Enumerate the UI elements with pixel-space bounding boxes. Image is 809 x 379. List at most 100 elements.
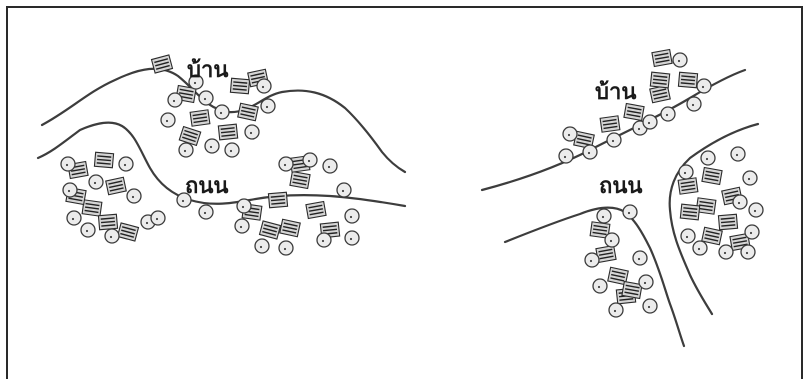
house-icon	[289, 170, 311, 190]
tree-icon	[62, 182, 78, 198]
tree-icon	[254, 238, 270, 254]
tree-trunk-dot	[93, 181, 97, 185]
tree-icon	[176, 192, 192, 208]
tree-trunk-dot	[567, 133, 571, 137]
house-icon	[267, 191, 289, 209]
tree-trunk-dot	[749, 231, 753, 235]
tree-trunk-dot	[747, 177, 751, 181]
tree-trunk-dot	[753, 209, 757, 213]
house-icon	[105, 176, 127, 196]
tree-icon	[730, 146, 746, 162]
tree-trunk-dot	[697, 247, 701, 251]
tree-trunk-dot	[677, 59, 681, 63]
tree-icon	[167, 92, 183, 108]
house-icon	[595, 244, 617, 264]
tree-trunk-dot	[691, 103, 695, 107]
tree-icon	[66, 210, 82, 226]
tree-trunk-dot	[745, 251, 749, 255]
tree-icon	[686, 96, 702, 112]
left-bottom-left-cluster	[60, 151, 166, 244]
tree-icon	[562, 126, 578, 142]
tree-icon	[608, 302, 624, 318]
right-top-cluster	[558, 48, 712, 164]
house-icon	[651, 48, 673, 68]
house-icon	[150, 54, 174, 74]
house-icon	[695, 197, 717, 215]
tree-trunk-dot	[349, 237, 353, 241]
house-icon	[623, 102, 645, 122]
tree-trunk-dot	[341, 189, 345, 193]
tree-icon	[660, 106, 676, 122]
house-icon	[599, 115, 621, 133]
tree-trunk-dot	[705, 157, 709, 161]
house-icon	[677, 71, 699, 89]
tree-trunk-dot	[109, 235, 113, 239]
house-icon	[217, 123, 239, 141]
tree-icon	[642, 298, 658, 314]
tree-icon	[692, 240, 708, 256]
tree-trunk-dot	[229, 149, 233, 153]
right-bottom-left-cluster	[584, 204, 658, 318]
house-icon	[97, 213, 119, 231]
tree-trunk-dot	[643, 281, 647, 285]
tree-trunk-dot	[647, 305, 651, 309]
tree-icon	[224, 142, 240, 158]
tree-trunk-dot	[737, 201, 741, 205]
tree-trunk-dot	[123, 163, 127, 167]
tree-icon	[742, 170, 758, 186]
tree-trunk-dot	[265, 105, 269, 109]
house-icon	[81, 199, 103, 217]
left-house-label: บ้าน	[187, 58, 228, 83]
tree-icon	[118, 156, 134, 172]
tree-icon	[584, 252, 600, 268]
tree-trunk-dot	[183, 149, 187, 153]
tree-icon	[316, 232, 332, 248]
house-icon	[679, 203, 701, 221]
house-icon	[237, 102, 259, 122]
tree-trunk-dot	[637, 257, 641, 261]
tree-icon	[188, 74, 204, 90]
tree-trunk-dot	[349, 215, 353, 219]
right-road-lower-edge	[503, 206, 686, 348]
tree-trunk-dot	[723, 251, 727, 255]
tree-trunk-dot	[261, 85, 265, 89]
tree-trunk-dot	[597, 285, 601, 289]
tree-icon	[60, 156, 76, 172]
tree-icon	[732, 194, 748, 210]
tree-icon	[278, 156, 294, 172]
house-icon	[573, 130, 595, 150]
tree-trunk-dot	[321, 239, 325, 243]
tree-icon	[322, 158, 338, 174]
tree-trunk-dot	[613, 309, 617, 313]
right-road-upper-edge	[480, 68, 747, 192]
tree-trunk-dot	[155, 217, 159, 221]
house-icon	[189, 109, 211, 127]
left-panel: บ้าน ถนน	[36, 54, 407, 256]
tree-trunk-dot	[71, 217, 75, 221]
right-road-label: ถนน	[599, 174, 642, 199]
house-icon	[649, 71, 671, 89]
tree-icon	[88, 174, 104, 190]
tree-icon	[256, 78, 272, 94]
tree-icon	[104, 228, 120, 244]
tree-icon	[178, 142, 194, 158]
tree-trunk-dot	[611, 139, 615, 143]
house-icon	[717, 213, 739, 231]
tree-trunk-dot	[209, 145, 213, 149]
tree-trunk-dot	[283, 163, 287, 167]
tree-icon	[632, 250, 648, 266]
tree-trunk-dot	[181, 199, 185, 203]
tree-icon	[672, 52, 688, 68]
tree-trunk-dot	[259, 245, 263, 249]
tree-trunk-dot	[203, 211, 207, 215]
tree-icon	[260, 98, 276, 114]
tree-icon	[678, 164, 694, 180]
tree-trunk-dot	[241, 205, 245, 209]
tree-icon	[740, 244, 756, 260]
tree-icon	[198, 90, 214, 106]
tree-trunk-dot	[65, 163, 69, 167]
tree-icon	[604, 232, 620, 248]
tree-trunk-dot	[307, 159, 311, 163]
